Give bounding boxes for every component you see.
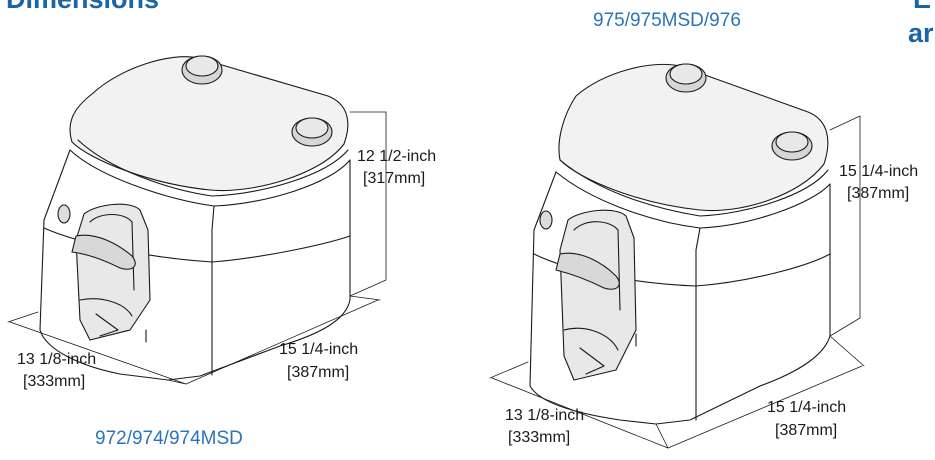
left-depth-mm: [387mm] (287, 364, 350, 381)
section-title-right-clipped: E (913, 0, 931, 13)
right-width-mm: [333mm] (508, 429, 571, 446)
left-model-label: 972/974/974MSD (95, 428, 243, 449)
left-height-inch: 12 1/2-inch (357, 148, 437, 165)
left-depth-inch: 15 1/4-inch (279, 341, 359, 358)
right-height-inch: 15 1/4-inch (839, 163, 919, 180)
right-width-inch: 13 1/8-inch (505, 407, 585, 424)
left-height-mm: [317mm] (363, 170, 426, 187)
left-width-mm: [333mm] (23, 373, 86, 390)
right-depth-mm: [387mm] (775, 422, 838, 439)
section-title: Dimensions (6, 0, 159, 13)
left-width-inch: 13 1/8-inch (17, 351, 97, 368)
right-depth-inch: 15 1/4-inch (767, 399, 847, 416)
section-subtitle-right-clipped: ar (908, 18, 934, 48)
right-model-label: 975/975MSD/976 (593, 10, 741, 31)
right-height-mm: [387mm] (847, 185, 910, 202)
